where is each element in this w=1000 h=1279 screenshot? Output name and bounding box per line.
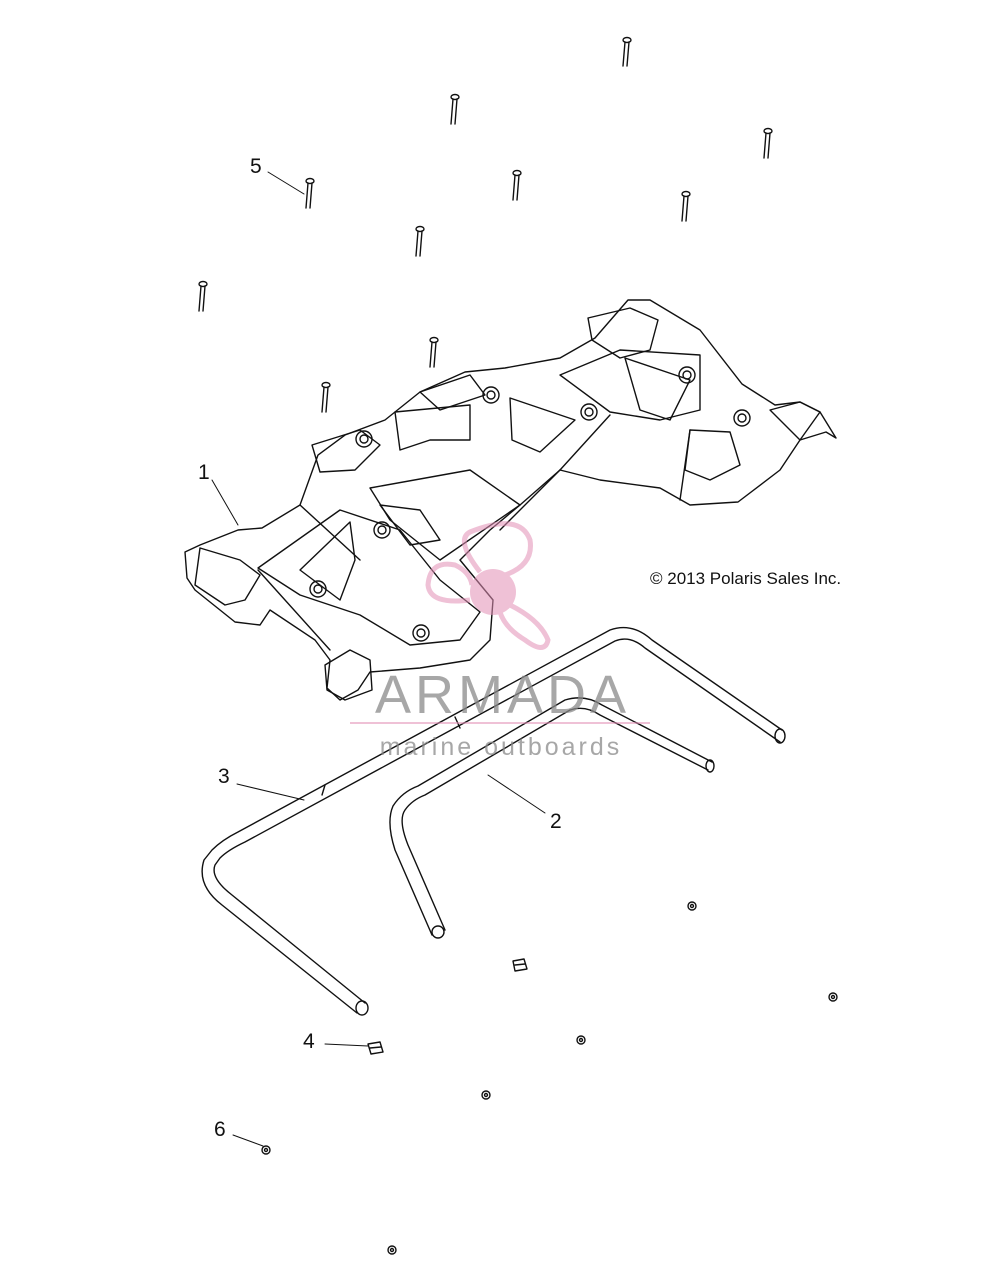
nut <box>576 1035 586 1045</box>
screw <box>415 225 425 257</box>
nut <box>261 1145 271 1155</box>
screw <box>622 36 632 67</box>
copyright-notice: © 2013 Polaris Sales Inc. <box>650 569 842 588</box>
watermark-tagline: marine outboards <box>379 733 623 761</box>
nut <box>828 992 838 1002</box>
watermark-brand: ARMADA <box>374 665 631 725</box>
screw <box>198 280 208 312</box>
propeller-blade-icon <box>461 521 533 578</box>
propeller-blade-icon <box>425 561 475 604</box>
callout-5: 5 <box>250 155 262 178</box>
callout-4: 4 <box>303 1030 315 1053</box>
screw <box>305 177 315 209</box>
watermark-logo <box>350 521 650 724</box>
leader-lines <box>211 171 546 1147</box>
clip <box>512 958 528 972</box>
rack-part <box>184 299 837 701</box>
clip <box>367 1041 384 1055</box>
clip-parts <box>367 958 528 1055</box>
screw <box>450 93 460 125</box>
nut-parts <box>261 901 838 1255</box>
rear-tube-part <box>389 697 715 939</box>
screw <box>321 381 331 413</box>
screw-parts <box>198 36 773 413</box>
propeller-hub-icon <box>470 569 516 615</box>
callout-1: 1 <box>198 461 210 484</box>
nut <box>387 1245 397 1255</box>
callout-6: 6 <box>214 1118 226 1141</box>
callout-2: 2 <box>550 810 562 833</box>
propeller-blade-icon <box>497 602 551 650</box>
nut <box>481 1090 491 1100</box>
screw <box>429 336 439 368</box>
nut <box>687 901 697 911</box>
callout-3: 3 <box>218 765 230 788</box>
screw <box>512 169 522 201</box>
screw <box>681 190 691 222</box>
screw <box>763 127 773 159</box>
